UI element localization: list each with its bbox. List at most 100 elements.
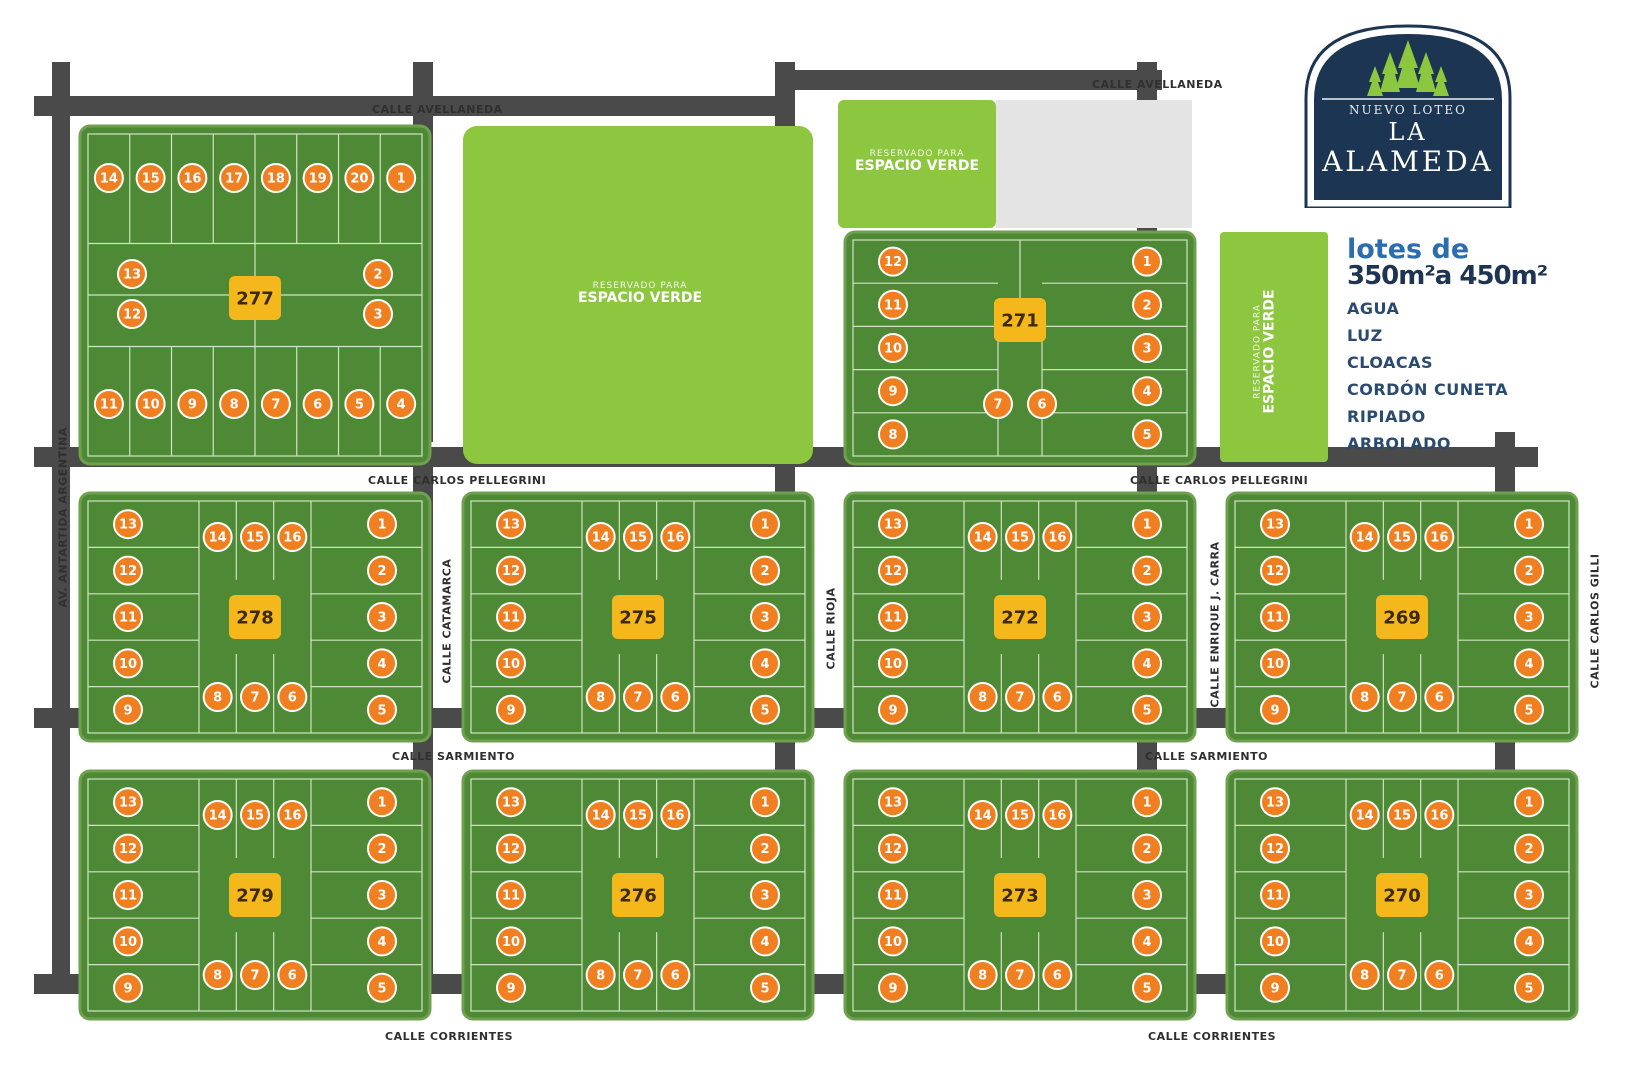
lot-number-marker [367, 880, 397, 910]
lot-number: 15 [246, 809, 264, 824]
lot-number: 7 [1397, 691, 1406, 706]
lot-number: 13 [502, 796, 520, 811]
lot-number: 2 [1142, 564, 1151, 579]
lot-number-marker [386, 389, 417, 419]
lot-number: 3 [1524, 611, 1533, 626]
lot-number-marker [219, 389, 250, 419]
lot-number: 14 [592, 809, 610, 824]
lot-number: 14 [1356, 531, 1374, 546]
block-number: 279 [236, 886, 274, 907]
lot-number: 9 [506, 703, 515, 718]
lot-number: 13 [123, 268, 141, 283]
lot-number: 6 [1053, 691, 1062, 706]
lot-number-marker [1042, 682, 1073, 712]
lot-number: 5 [377, 703, 386, 718]
block-number-badge [229, 873, 281, 917]
lot-number-marker [93, 389, 124, 419]
lot-number: 6 [288, 691, 297, 706]
lot-number-marker [363, 259, 393, 289]
lot-number-marker [1132, 509, 1162, 540]
block-number: 275 [619, 608, 657, 629]
street-label-pellegrini-east: CALLE CARLOS PELLEGRINI [1130, 474, 1309, 487]
lot-number: 3 [1142, 342, 1151, 357]
lot-number: 12 [1266, 842, 1284, 857]
lot-number: 7 [993, 398, 1002, 413]
lot-number-marker [93, 163, 124, 193]
road-segment [777, 70, 1162, 90]
lot-number: 14 [100, 172, 118, 187]
lot-number-marker [1042, 960, 1073, 990]
lot-number-marker [1514, 926, 1544, 957]
lot-number-marker [367, 555, 397, 586]
green-space-small-text: RESERVADO PARA [592, 281, 688, 291]
lot-number-marker [240, 522, 270, 552]
lot-number: 1 [1142, 255, 1151, 270]
lot-number-marker [1260, 648, 1290, 679]
lot-number: 4 [1524, 657, 1533, 672]
lot-number: 1 [760, 796, 769, 811]
street-label-sarmiento-west: CALLE SARMIENTO [392, 750, 515, 763]
green-space-label-east: RESERVADO PARA ESPACIO VERDE [1253, 282, 1278, 422]
lot-number: 10 [884, 935, 902, 950]
lot-number: 3 [760, 611, 769, 626]
lot-number: 5 [355, 398, 364, 413]
lot-number-marker [878, 509, 908, 540]
lot-number: 14 [209, 809, 227, 824]
lot-number-marker [585, 960, 616, 990]
block-number: 277 [236, 289, 274, 310]
lot-number: 3 [377, 889, 386, 904]
street-label-carlos-gilli: CALLE CARLOS GILLI [1588, 553, 1602, 689]
lot-number: 1 [760, 518, 769, 533]
lot-number: 9 [888, 981, 897, 996]
lot-number: 10 [142, 398, 160, 413]
lot-number: 1 [1142, 518, 1151, 533]
lot-number: 9 [188, 398, 197, 413]
lot-number-marker [967, 800, 998, 830]
lot-number-marker [1514, 694, 1544, 725]
lot-number: 1 [1524, 796, 1533, 811]
lot-number-marker [202, 960, 233, 990]
lot-number: 3 [1142, 889, 1151, 904]
lot-number-marker [967, 960, 998, 990]
lot-number-marker [1132, 333, 1162, 363]
block-number: 271 [1001, 311, 1039, 332]
lot-number-marker [496, 555, 526, 586]
lot-number: 2 [1142, 298, 1151, 313]
lot-number-marker [219, 163, 250, 193]
lot-number-marker [1042, 522, 1073, 552]
lot-number-marker [1260, 972, 1290, 1003]
street-label-antartida: AV. ANTARTIDA ARGENTINA [56, 427, 70, 608]
lot-number-marker [113, 787, 143, 818]
lot-number-marker [750, 926, 780, 957]
lot-number: 7 [633, 691, 642, 706]
lot-number: 16 [183, 172, 201, 187]
block-number: 272 [1001, 608, 1039, 629]
lot-number: 4 [377, 657, 386, 672]
lot-number-marker [878, 289, 908, 320]
lot-number-marker [1042, 800, 1073, 830]
lot-number: 6 [671, 969, 680, 984]
lot-number: 5 [1142, 428, 1151, 443]
lot-number-marker [1005, 800, 1035, 830]
block-number: 270 [1383, 886, 1421, 907]
lot-number: 9 [1270, 981, 1279, 996]
lot-number: 10 [884, 657, 902, 672]
lot-number: 2 [377, 564, 386, 579]
lot-number: 15 [629, 809, 647, 824]
lot-number-marker [113, 509, 143, 540]
lot-number: 1 [377, 796, 386, 811]
lot-number-marker [750, 787, 780, 818]
lot-number: 5 [1142, 981, 1151, 996]
block-inner-frame [87, 500, 423, 734]
lot-number-marker [302, 389, 333, 419]
lot-number-marker [496, 787, 526, 818]
lot-number-marker [277, 682, 308, 712]
green-space-label-center: RESERVADO PARA ESPACIO VERDE [470, 281, 810, 306]
lot-number: 13 [884, 796, 902, 811]
lot-number-marker [750, 555, 780, 586]
lot-number-marker [878, 602, 908, 632]
service-item: AGUA [1347, 299, 1400, 318]
lot-number-marker [260, 163, 291, 193]
block-inner-frame [852, 500, 1188, 734]
lot-number: 4 [1142, 385, 1151, 400]
